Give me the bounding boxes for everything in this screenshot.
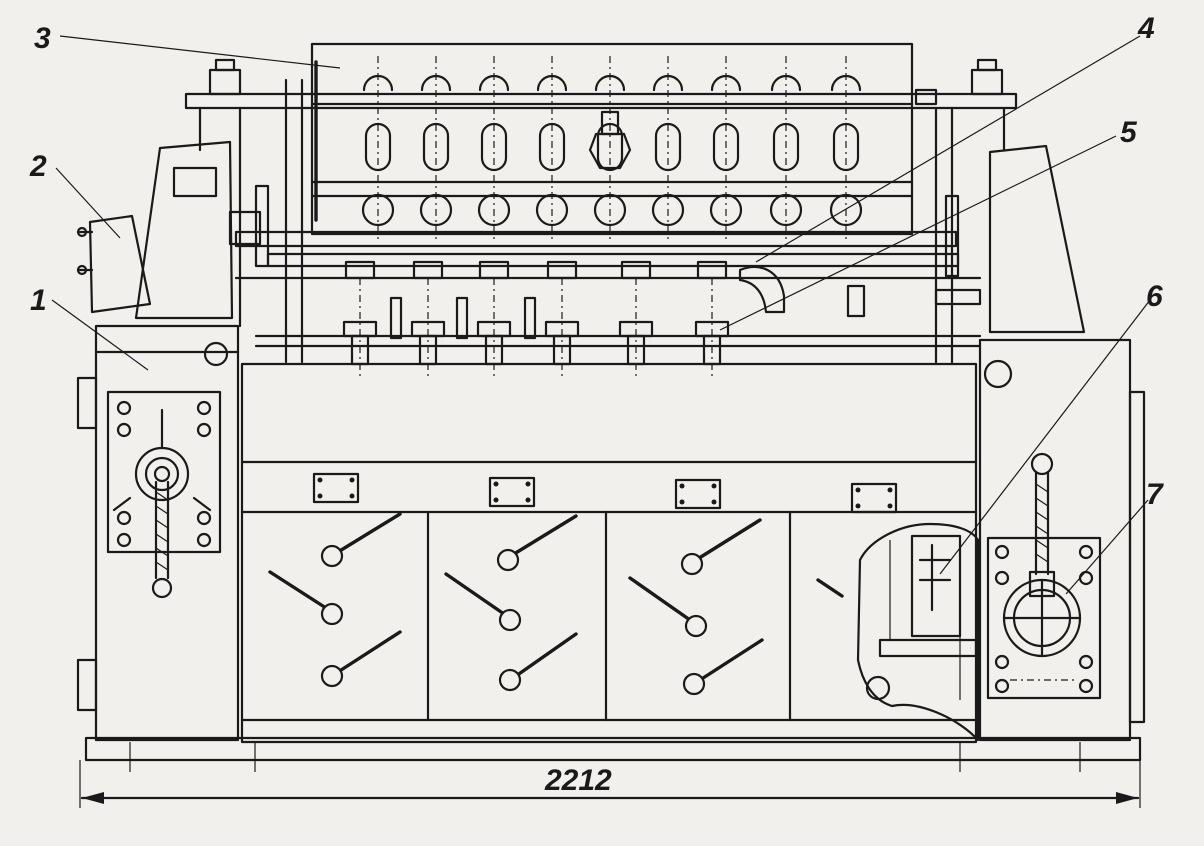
middle-roll [364,122,392,172]
middle-roll [422,122,450,172]
lower-roll [709,193,743,227]
spindle [694,260,730,376]
upper-roll [652,74,684,92]
roll-column [709,56,743,240]
middle-roll [480,122,508,172]
spindle [544,260,580,376]
callout-2: 2 [29,150,47,183]
leader-lines [51,35,1151,595]
spindle-head [478,260,510,280]
callout-5: 5 [1120,116,1138,149]
roll-column [769,56,803,240]
upper-roll [770,74,802,92]
callout-3: 3 [34,22,51,55]
lower-roll [477,193,511,227]
lower-roll [593,193,627,227]
upper-roll [536,74,568,92]
roll-column [361,56,395,240]
roll-column [593,56,627,240]
lower-roll [419,193,453,227]
spindle [476,260,512,376]
spindle [342,260,378,376]
center-piece [588,132,632,170]
spindle [410,260,446,376]
upper-roll [710,74,742,92]
spindle-frame [254,265,982,348]
spindle-head [412,260,444,280]
lower-roll [829,193,863,227]
roll-column [651,56,685,240]
roll-column [535,56,569,240]
center-piece-top [600,110,620,136]
clamp [389,296,403,340]
callout-1: 1 [30,284,47,317]
roll-column [477,56,511,240]
roll-column [419,56,453,240]
rolls [361,56,863,240]
middle-roll [772,122,800,172]
right-housing [978,144,1146,742]
middle-roll [538,122,566,172]
spindle-head [546,260,578,280]
upper-roll [830,74,862,92]
clamp [523,296,537,340]
middle-roll [654,122,682,172]
lever-handles [268,512,891,701]
main-cabinet [240,362,978,744]
left-housing [76,324,240,742]
dimension-label: 2212 [544,764,612,797]
middle-roll [596,122,624,172]
roll-stand [184,42,1018,364]
lower-roll [769,193,803,227]
upper-roll [420,74,452,92]
callout-6: 6 [1146,280,1163,313]
roll-column [829,56,863,240]
dimension-line: 2212 [79,760,1141,808]
left-drive-unit [76,140,262,320]
upper-roll [478,74,510,92]
spindle-head [344,260,376,280]
clamp [455,296,469,340]
middle-roll [712,122,740,172]
callout-labels: 3 2 1 4 5 6 7 [29,12,1164,511]
callout-7: 7 [1146,478,1164,511]
spindle [618,260,654,376]
middle-roll [832,122,860,172]
cutaway-section [856,522,980,742]
spindle-head [696,260,728,280]
lower-roll [651,193,685,227]
callout-4: 4 [1137,12,1155,45]
spindle-head [620,260,652,280]
upper-roll [362,74,394,92]
base-plate [84,736,1142,772]
lower-roll [361,193,395,227]
upper-roll [594,74,626,92]
lower-roll [535,193,569,227]
